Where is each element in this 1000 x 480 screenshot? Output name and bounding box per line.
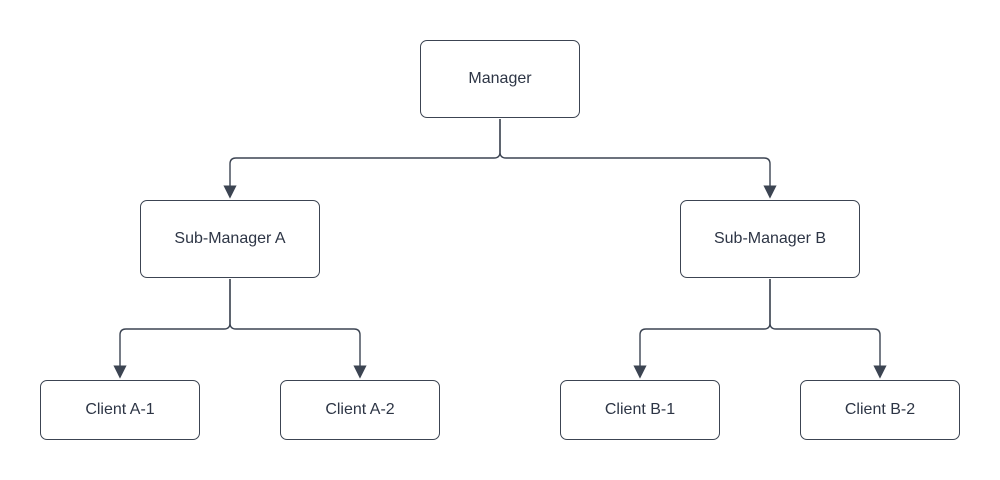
node-client-a1: Client A-1 [40,380,200,440]
node-client-b2: Client B-2 [800,380,960,440]
node-sub-manager-b-label: Sub-Manager B [713,230,827,248]
edge-sub-manager-a-to-client-a1 [113,279,231,379]
edge-sub-manager-a-to-client-a2 [229,279,367,379]
node-manager: Manager [420,40,580,118]
node-client-b1: Client B-1 [560,380,720,440]
edge-sub-manager-b-to-client-b2 [769,279,887,379]
node-manager-label: Manager [468,70,532,88]
node-client-b1-label: Client B-1 [604,401,676,419]
edge-manager-to-sub-manager-a [223,119,501,199]
node-client-a2: Client A-2 [280,380,440,440]
node-sub-manager-b: Sub-Manager B [680,200,860,278]
node-sub-manager-a-label: Sub-Manager A [174,230,286,248]
node-client-a1-label: Client A-1 [85,401,155,419]
node-client-b2-label: Client B-2 [844,401,916,419]
node-sub-manager-a: Sub-Manager A [140,200,320,278]
edge-manager-to-sub-manager-b [499,119,777,199]
edge-sub-manager-b-to-client-b1 [633,279,771,379]
node-client-a2-label: Client A-2 [325,401,395,419]
